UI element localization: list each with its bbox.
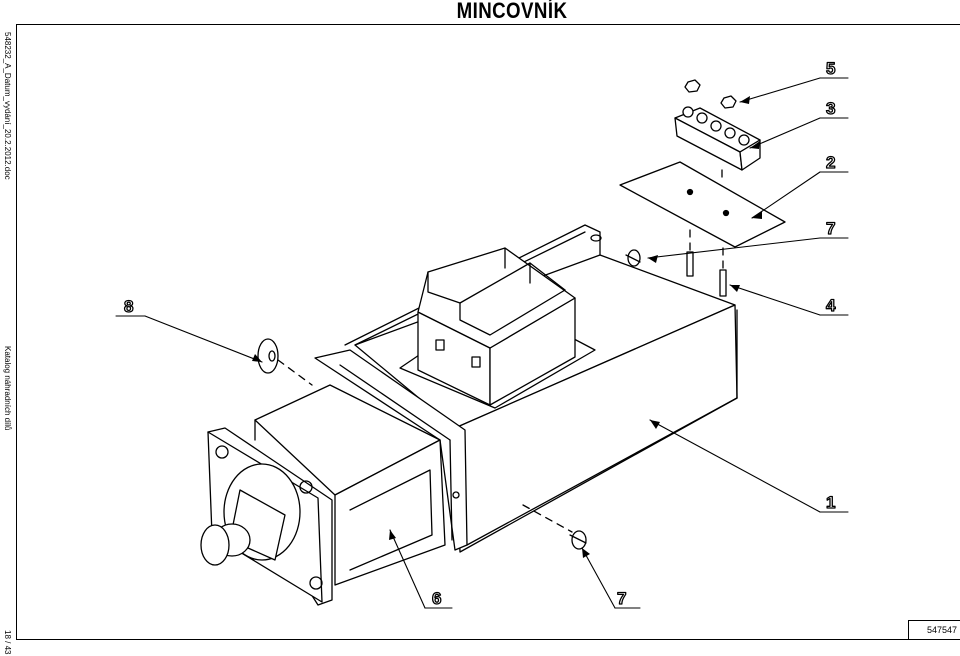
callout-7-top: 7 <box>826 219 835 238</box>
callout-6: 6 <box>432 589 441 608</box>
callout-3: 3 <box>826 99 835 118</box>
screws <box>569 249 641 550</box>
leader-lines <box>115 77 849 609</box>
callout-1: 1 <box>826 493 835 512</box>
callout-7-bottom: 7 <box>617 589 626 608</box>
inner-insert <box>254 384 446 586</box>
drawing-number-box: 547547 <box>908 620 960 639</box>
coin-chute <box>399 247 596 409</box>
nuts <box>684 79 737 109</box>
page-title: MINCOVNÍK <box>456 0 568 23</box>
callout-4: 4 <box>826 296 836 315</box>
terminal-block <box>674 106 761 171</box>
pins <box>686 251 727 297</box>
callout-2: 2 <box>826 153 835 172</box>
cover-plate <box>619 161 786 248</box>
front-plate <box>200 427 333 606</box>
arrowheads <box>252 96 762 558</box>
drawing-frame <box>16 24 960 640</box>
assembly-lines <box>277 169 724 533</box>
drawing-number: 547547 <box>926 625 957 635</box>
callout-8: 8 <box>124 297 133 316</box>
washer <box>257 338 279 374</box>
callout-5: 5 <box>826 59 835 78</box>
